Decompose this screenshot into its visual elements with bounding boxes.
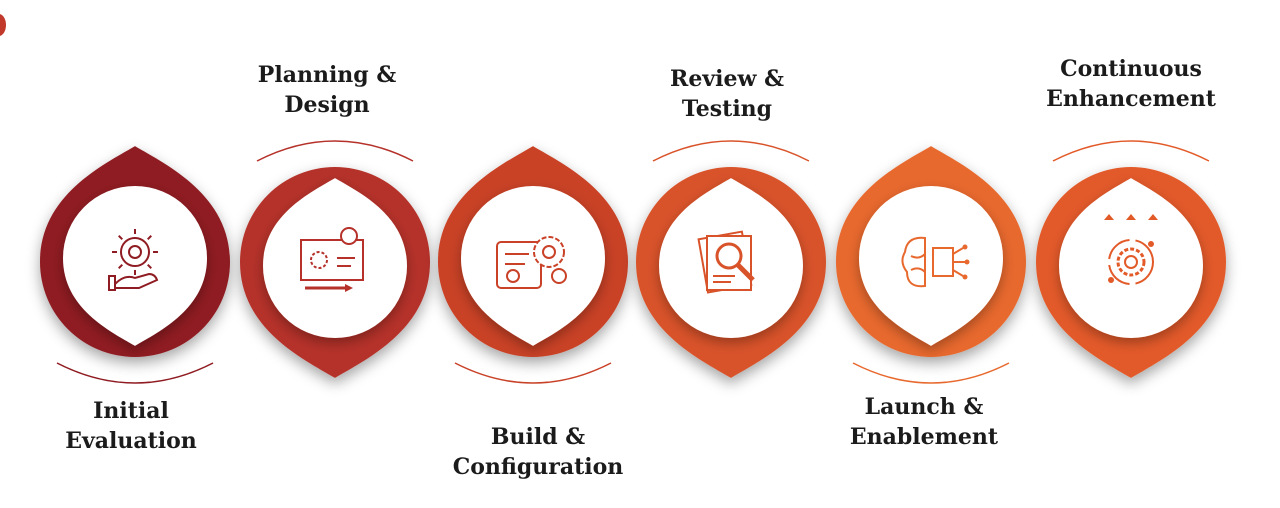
inner-drop-shape: [859, 186, 1003, 346]
process-step-5: [836, 146, 1026, 357]
step-label-initial-evaluation: Initial Evaluation: [65, 398, 197, 454]
decorative-arc: [56, 362, 214, 384]
decorative-arc: [256, 140, 414, 162]
process-step-3: [438, 146, 628, 357]
inner-drop-shape: [461, 186, 605, 346]
decorative-arc: [652, 140, 810, 162]
decorative-arc: [852, 362, 1010, 384]
inner-drop-shape: [263, 178, 407, 338]
step-label-planning-design: Planning & Design: [257, 62, 397, 118]
decorative-arc: [1052, 140, 1210, 162]
step-label-build-configuration: Build & Configuration: [452, 424, 624, 480]
process-step-6: [1036, 167, 1226, 378]
process-step-4: [636, 167, 826, 378]
decorative-arc: [454, 362, 612, 384]
gear-cycle-icon: [1104, 214, 1158, 285]
corner-accent-dot: [0, 14, 6, 36]
brain-chip-icon: [901, 236, 970, 288]
process-step-1: [40, 146, 230, 357]
idea-hand-icon: [108, 229, 159, 291]
document-search-icon: [697, 230, 755, 294]
inner-drop-shape: [1059, 178, 1203, 338]
design-board-icon: [300, 227, 364, 292]
step-label-review-testing: Review & Testing: [670, 66, 784, 122]
process-step-2: [240, 167, 430, 378]
configuration-icon: [496, 236, 567, 289]
step-label-continuous-enhancement: Continuous Enhancement: [1046, 56, 1216, 112]
step-label-launch-enablement: Launch & Enablement: [849, 394, 999, 450]
